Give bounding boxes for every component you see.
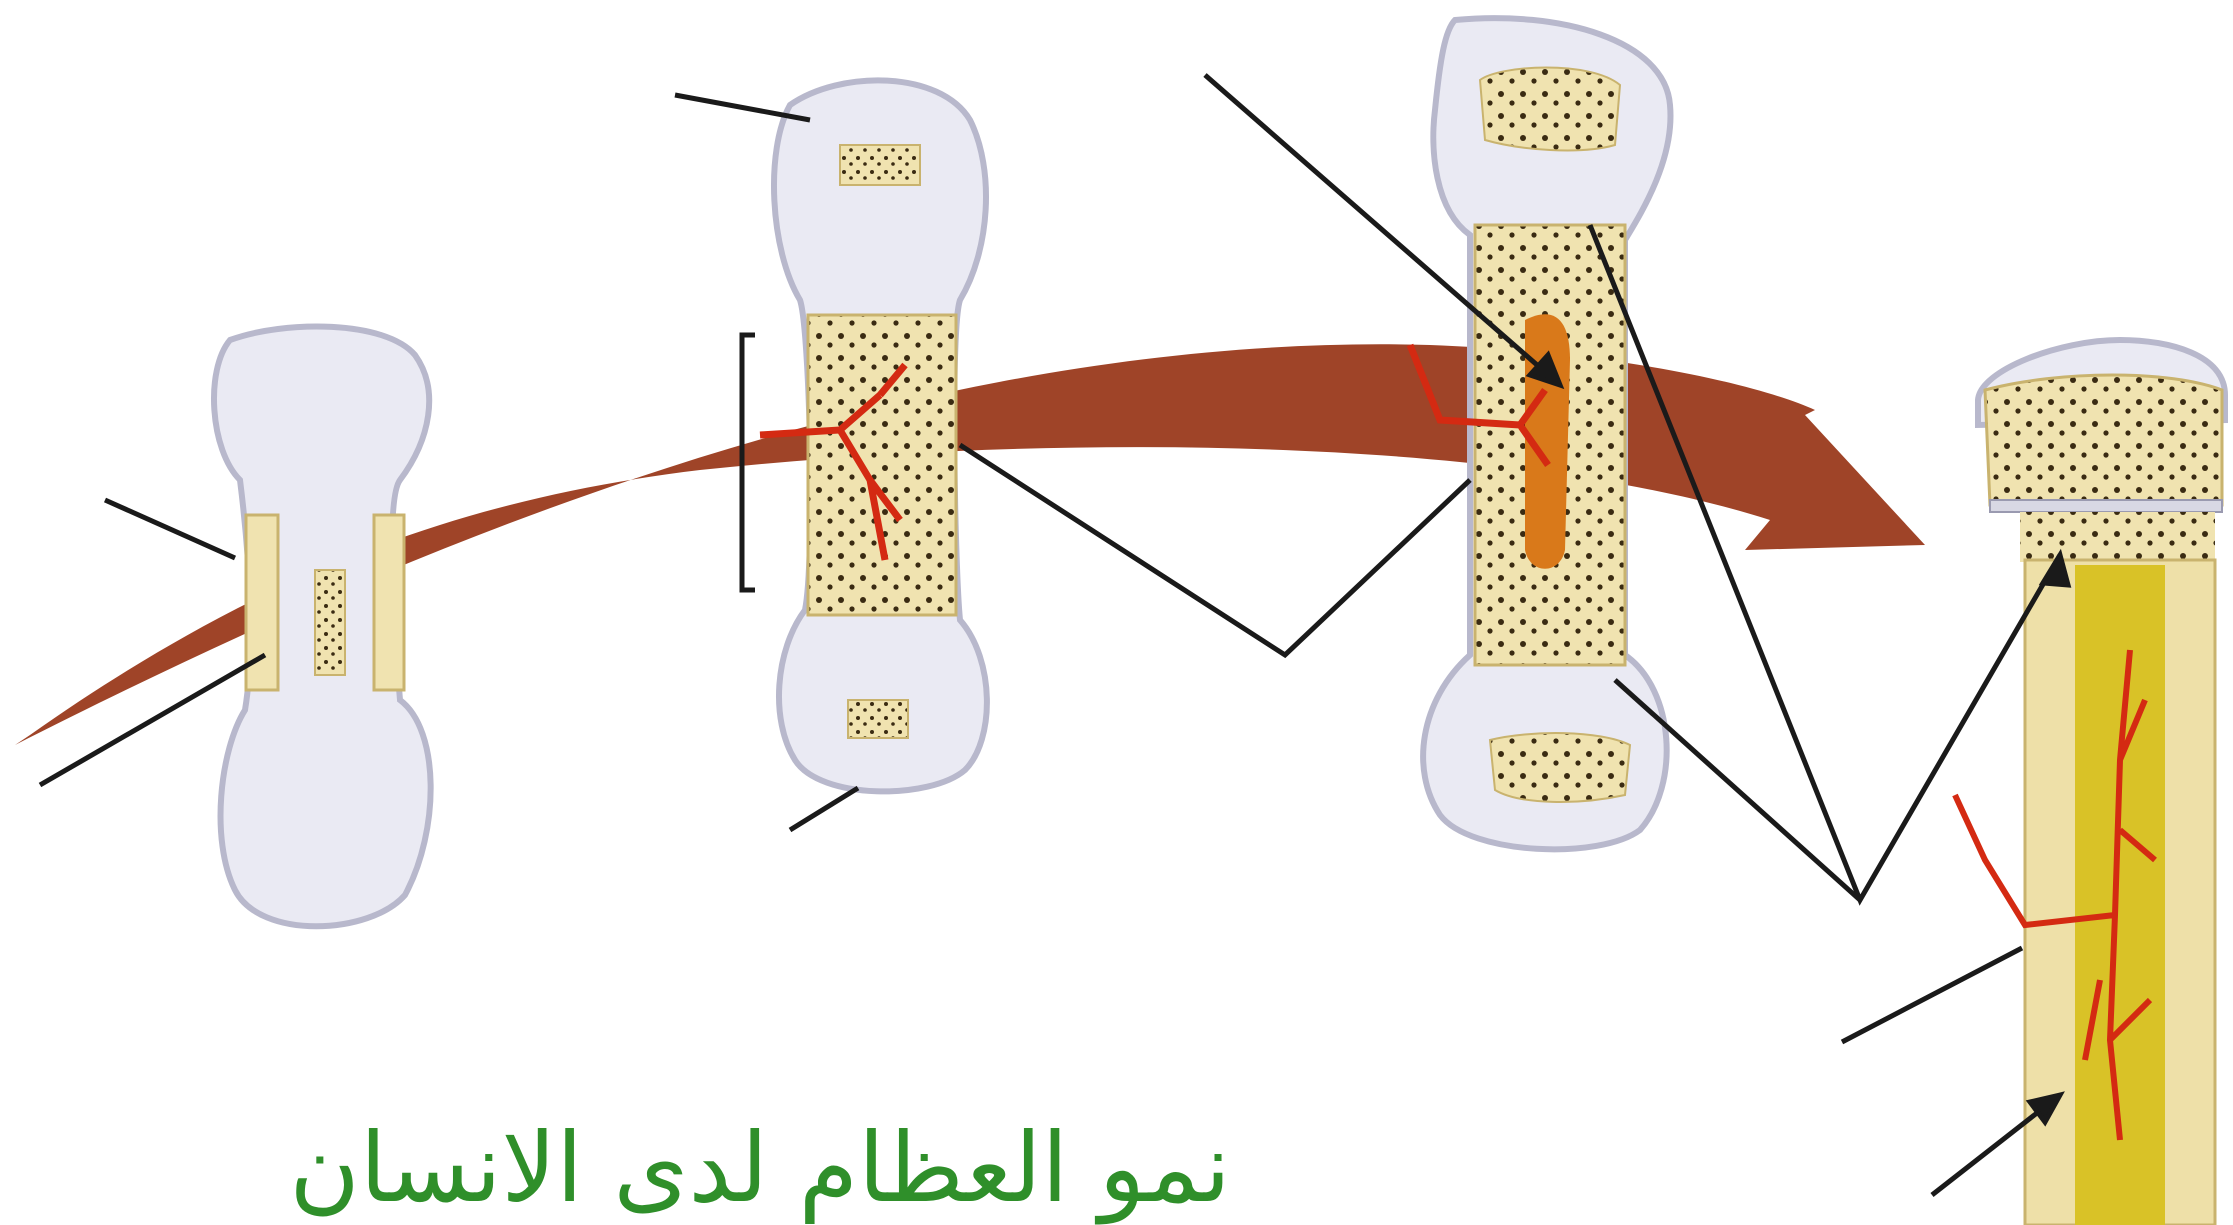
pointer-line	[790, 788, 858, 830]
epiphysis-spongy-top	[1480, 68, 1620, 151]
secondary-center-top	[840, 145, 920, 185]
epiphysis-spongy	[1985, 375, 2222, 505]
bone-collar	[374, 515, 404, 690]
ossified-diaphysis	[808, 315, 956, 615]
stage-1-cartilage-model	[214, 326, 431, 926]
epiphysis-spongy-bottom	[1490, 733, 1630, 802]
epiphyseal-line	[1990, 500, 2222, 512]
stage-2-primary-ossification	[742, 80, 987, 791]
pointer-line	[1842, 948, 2022, 1042]
figure-caption: نمو العظام لدى الانسان	[210, 1120, 1310, 1225]
pointer-line	[960, 445, 1470, 655]
stage-4-adult-long-bone	[1955, 340, 2225, 1225]
pointer-line	[105, 500, 235, 558]
secondary-center-bottom	[848, 700, 908, 738]
primary-ossification-center	[315, 570, 345, 675]
metaphysis	[2020, 512, 2215, 562]
